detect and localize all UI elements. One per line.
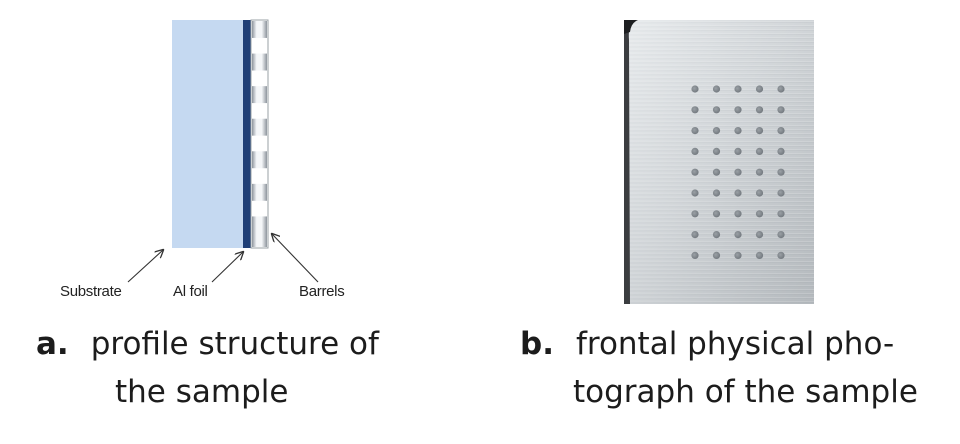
plate-corner [624, 20, 638, 34]
caption-b-tag: b. [520, 326, 554, 362]
hole [777, 231, 785, 239]
hole [755, 231, 764, 239]
hole-array [691, 85, 785, 259]
hole [712, 231, 721, 239]
hole [734, 231, 742, 239]
hole [691, 231, 699, 239]
caption-b-text: frontal physical pho- [575, 326, 895, 362]
hole [777, 189, 785, 197]
hole [755, 127, 764, 135]
profile-diagram: Substrate Al foil Barrels [0, 0, 480, 320]
hole [712, 85, 721, 93]
sample-photograph-svg [624, 20, 814, 304]
hole [755, 251, 764, 259]
hole [755, 189, 764, 197]
barrels-label: Barrels [299, 283, 345, 300]
barrel [252, 231, 267, 247]
caption-a-text: profile structure of [90, 326, 379, 362]
hole [734, 168, 742, 176]
hole [755, 147, 764, 155]
brushed-texture [624, 20, 814, 304]
hole [691, 168, 699, 176]
caption-a-line1: a. profile structure of [36, 321, 379, 368]
profile-structure-svg [127, 19, 319, 283]
hole [734, 106, 742, 114]
substrate-arrow [127, 250, 163, 283]
caption-a-line2: the sample [115, 374, 289, 410]
barrels-arrow [272, 234, 319, 283]
hole [691, 251, 699, 259]
caption-b-line1: b. frontal physical pho- [520, 321, 894, 368]
hole [777, 85, 785, 93]
hole [691, 189, 699, 197]
hole [691, 147, 699, 155]
hole [691, 106, 699, 114]
hole [734, 127, 742, 135]
substrate-layer [172, 20, 244, 248]
hole [712, 127, 721, 135]
barrel-layer [252, 21, 267, 247]
hole [734, 210, 742, 218]
hole [777, 210, 785, 218]
barrel [252, 21, 267, 38]
hole [755, 210, 764, 218]
hole [734, 251, 742, 259]
hole [691, 127, 699, 135]
hole [712, 210, 721, 218]
hole [712, 106, 721, 114]
hole [691, 210, 699, 218]
al-foil-layer [243, 20, 251, 248]
al-foil-arrow [211, 252, 243, 283]
hole [755, 85, 764, 93]
hole [755, 106, 764, 114]
caption-b-line2: tograph of the sample [573, 374, 918, 410]
substrate-label: Substrate [60, 283, 122, 300]
hole [712, 147, 721, 155]
barrel [252, 216, 267, 234]
hole [712, 251, 721, 259]
barrel [252, 86, 267, 104]
barrel [252, 118, 267, 136]
hole [777, 147, 785, 155]
al-foil-label: Al foil [173, 283, 208, 300]
hole [777, 106, 785, 114]
hole [712, 189, 721, 197]
hole [755, 168, 764, 176]
plate-edge-shadow [624, 20, 632, 304]
hole [734, 85, 742, 93]
caption-a-tag: a. [36, 326, 69, 362]
hole [777, 251, 785, 259]
hole [691, 85, 699, 93]
sample-photograph [624, 20, 814, 304]
hole [712, 168, 721, 176]
barrel [252, 53, 267, 71]
hole [777, 168, 785, 176]
barrel [252, 151, 267, 169]
barrel [252, 183, 267, 201]
hole [734, 189, 742, 197]
hole [777, 127, 785, 135]
hole [734, 147, 742, 155]
